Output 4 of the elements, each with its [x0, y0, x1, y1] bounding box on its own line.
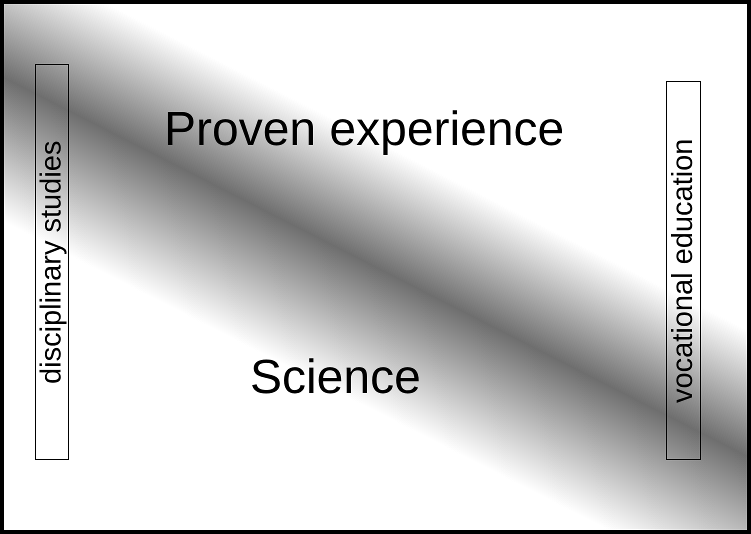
- text-box: vocational education: [666, 81, 701, 460]
- heading-text: Proven experience: [164, 104, 564, 157]
- heading-text: Science: [250, 352, 421, 405]
- text-box: disciplinary studies: [35, 64, 69, 460]
